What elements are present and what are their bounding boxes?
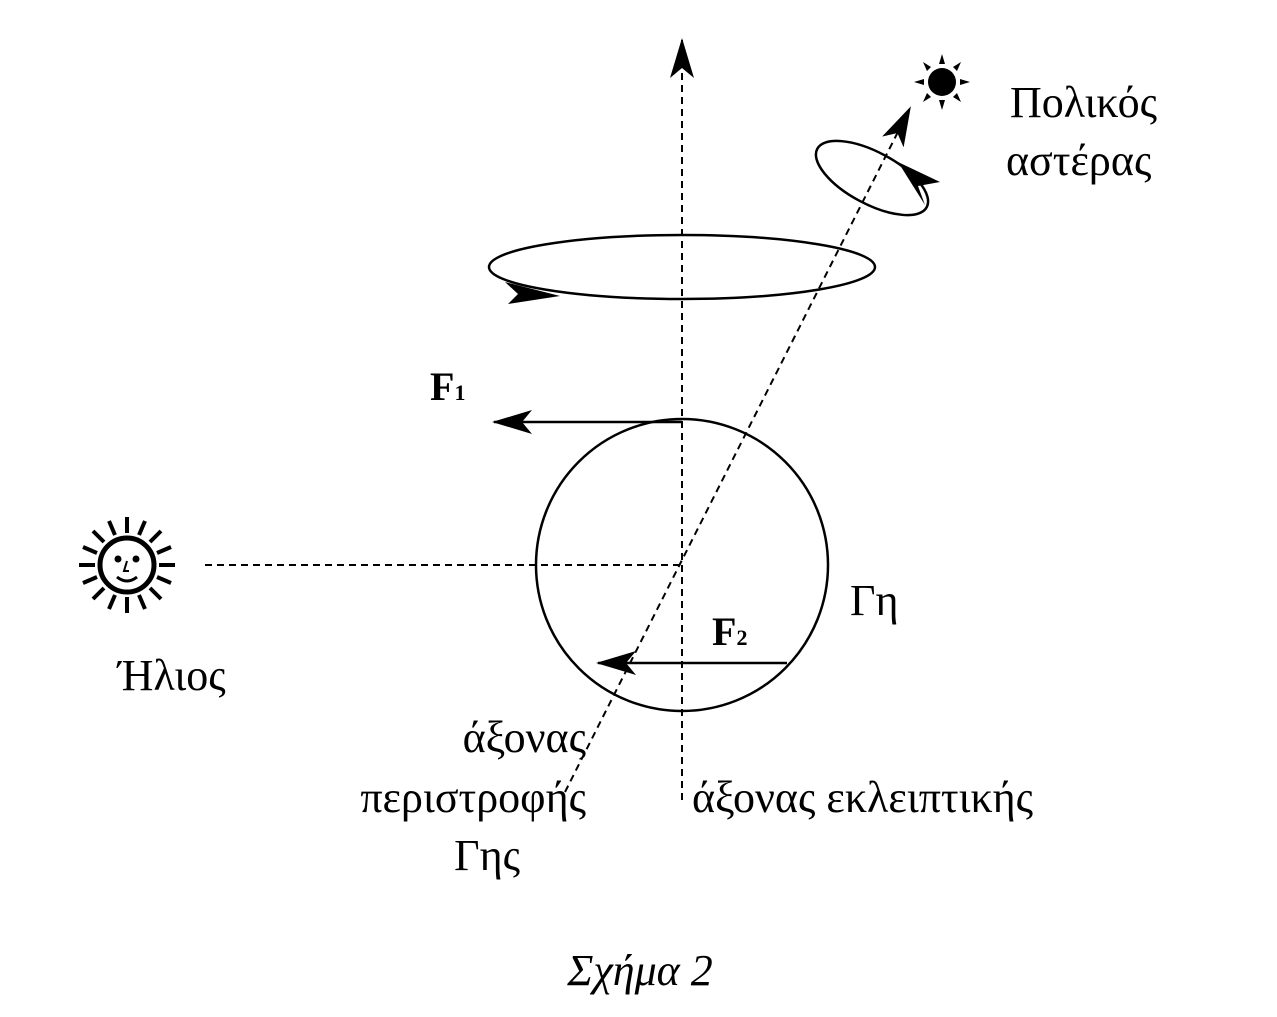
force1-label: F1 (430, 364, 465, 409)
sun-label: Ήλιος (116, 651, 226, 700)
precession-arrow-icon (505, 282, 560, 304)
earth-circle (534, 417, 830, 713)
ecliptic-axis-label: άξονας εκλειπτικής (692, 773, 1033, 822)
force1-letter: F (430, 364, 454, 409)
rotation-ellipse (814, 139, 930, 217)
force2-letter: F (712, 609, 736, 654)
rotation-axis-line (564, 106, 911, 793)
sun-face-icon (79, 517, 175, 613)
rotation-axis-label-line3: Γης (454, 831, 520, 880)
earth-label: Γη (850, 576, 898, 625)
force2-subscript: 2 (736, 625, 747, 650)
rotation-axis-label-line1: άξονας (463, 713, 586, 762)
polaris-label-line1: Πολικός (1010, 78, 1157, 127)
precession-ellipse (487, 233, 877, 301)
polaris-label-line2: αστέρας (1006, 136, 1151, 185)
rotation-arrow-icon (898, 162, 940, 205)
force2-label: F2 (712, 609, 747, 654)
rotation-axis-label-line2: περιστροφής (360, 773, 586, 822)
star-icon (914, 54, 970, 110)
figure-caption: Σχήμα 2 (566, 946, 713, 995)
force1-subscript: 1 (454, 380, 465, 405)
